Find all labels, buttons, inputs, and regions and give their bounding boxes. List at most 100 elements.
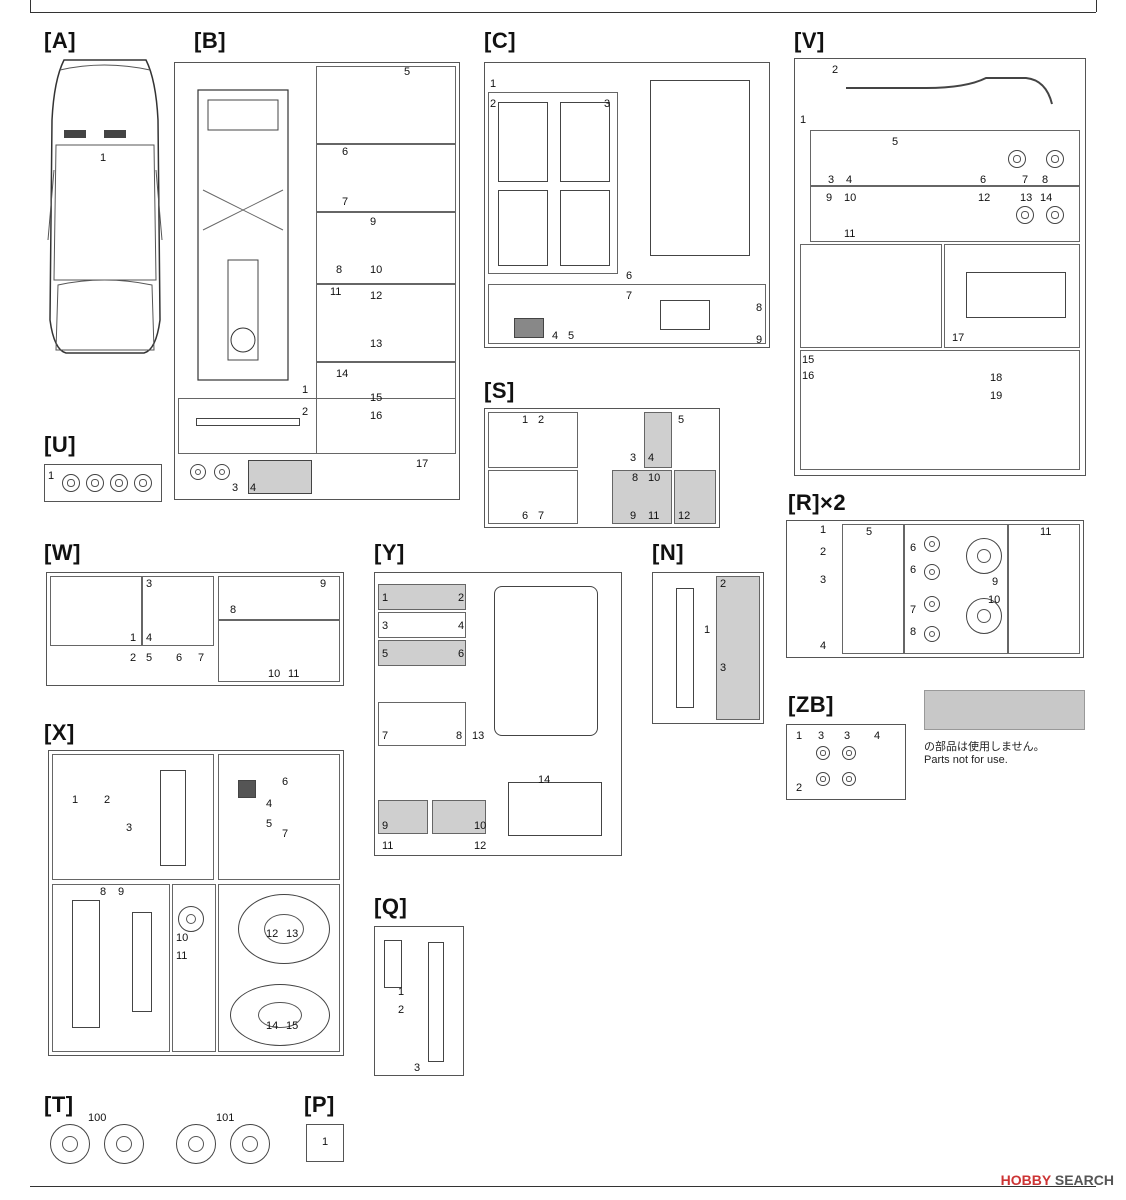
part-R-8 [924, 626, 940, 642]
num-V-5: 5 [892, 136, 899, 148]
cell-V-row2 [810, 186, 1080, 242]
num-B-6: 6 [342, 146, 349, 158]
label-ZB: [ZB] [788, 692, 834, 717]
num-Y-8: 8 [456, 730, 463, 742]
legend-en: Parts not for use. [924, 754, 1008, 766]
num-B-15: 15 [370, 392, 383, 404]
num-B-9: 9 [370, 216, 377, 228]
num-B-10: 10 [370, 264, 383, 276]
num-W-11: 11 [288, 668, 300, 680]
num-V-13: 13 [1020, 192, 1033, 204]
part-V-17 [966, 272, 1066, 318]
label-R: [R]×2 [788, 490, 847, 515]
num-B-3: 3 [232, 482, 239, 494]
num-C-4: 4 [552, 330, 559, 342]
num-X-2: 2 [104, 794, 111, 806]
label-Y: [Y] [374, 540, 405, 565]
part-R-10 [966, 598, 1002, 634]
num-W-2: 2 [130, 652, 137, 664]
num-V-3: 3 [828, 174, 835, 186]
num-R-5: 5 [866, 526, 873, 538]
num-S-10: 10 [648, 472, 661, 484]
cell-X-bottom-right [218, 884, 340, 1052]
num-S-3: 3 [630, 452, 637, 464]
num-R-8: 8 [910, 626, 917, 638]
num-P-1: 1 [322, 1136, 329, 1148]
part-V-14 [1046, 206, 1064, 224]
num-ZB-3a: 3 [818, 730, 825, 742]
num-B-4: 4 [250, 482, 257, 494]
part-X-8 [72, 900, 100, 1028]
num-R-6a: 6 [910, 542, 917, 554]
num-R-9: 9 [992, 576, 999, 588]
num-B-8: 8 [336, 264, 343, 276]
part-C-7 [660, 300, 710, 330]
num-ZB-4: 4 [874, 730, 881, 742]
part-ZB-a [816, 746, 830, 760]
part-A-body [47, 59, 163, 354]
num-R-10: 10 [988, 594, 1001, 606]
part-R-7 [924, 596, 940, 612]
num-S-9: 9 [630, 510, 637, 522]
num-B-1: 1 [302, 384, 309, 396]
part-B-4 [248, 460, 312, 494]
cell-Y-7-8 [378, 702, 466, 746]
runner-W [46, 572, 344, 686]
num-W-4: 4 [146, 632, 153, 644]
label-Q: [Q] [374, 894, 408, 919]
part-C-door-bl [498, 190, 548, 266]
part-T-100a [50, 1124, 90, 1164]
num-B-17: 17 [416, 458, 429, 470]
watermark: HOBBY SEARCH [1001, 1172, 1114, 1188]
cell-X-top-left [52, 754, 214, 880]
part-T-101b [230, 1124, 270, 1164]
num-V-10: 10 [844, 192, 857, 204]
cell-Y-1-2 [378, 584, 466, 610]
cell-W-8 [218, 576, 340, 620]
num-Q-2: 2 [398, 1004, 405, 1016]
cell-C-bottom [488, 284, 766, 344]
num-Y-9: 9 [382, 820, 389, 832]
num-R-4: 4 [820, 640, 827, 652]
part-T-101a [176, 1124, 216, 1164]
num-C-9: 9 [756, 334, 763, 346]
cell-V-row4 [800, 350, 1080, 470]
part-Q-1 [384, 940, 402, 988]
num-X-10: 10 [176, 932, 189, 944]
num-X-7: 7 [282, 828, 289, 840]
num-B-13: 13 [370, 338, 383, 350]
num-B-14: 14 [336, 368, 349, 380]
num-X-11: 11 [176, 950, 188, 962]
part-N-1 [676, 588, 694, 708]
num-W-8: 8 [230, 604, 237, 616]
num-X-6: 6 [282, 776, 289, 788]
cell-Y-3-4 [378, 612, 466, 638]
num-X-9: 9 [118, 886, 125, 898]
part-B-chassis [197, 89, 289, 381]
num-X-12: 12 [266, 928, 279, 940]
label-U: [U] [44, 432, 77, 457]
frame-bottom [30, 1186, 1096, 1187]
frame-top [30, 12, 1096, 13]
part-C-6 [650, 80, 750, 256]
cell-B-right-4 [316, 284, 456, 362]
num-C-3: 3 [604, 98, 611, 110]
num-Y-12: 12 [474, 840, 487, 852]
cell-R-body [842, 524, 904, 654]
part-X-12-13 [238, 894, 330, 964]
label-X: [X] [44, 720, 75, 745]
num-S-8: 8 [632, 472, 639, 484]
num-B-12: 12 [370, 290, 383, 302]
num-V-2: 2 [832, 64, 839, 76]
cell-V-row3 [800, 244, 942, 348]
part-R-9 [966, 538, 1002, 574]
num-W-10: 10 [268, 668, 281, 680]
cell-Y-9 [378, 800, 428, 834]
cell-S-1 [488, 412, 578, 468]
num-V-19: 19 [990, 390, 1003, 402]
num-C-1: 1 [490, 78, 497, 90]
num-V-1: 1 [800, 114, 807, 126]
part-X-14-15 [230, 984, 330, 1046]
part-ZB-d [842, 772, 856, 786]
part-B-2 [196, 418, 300, 426]
